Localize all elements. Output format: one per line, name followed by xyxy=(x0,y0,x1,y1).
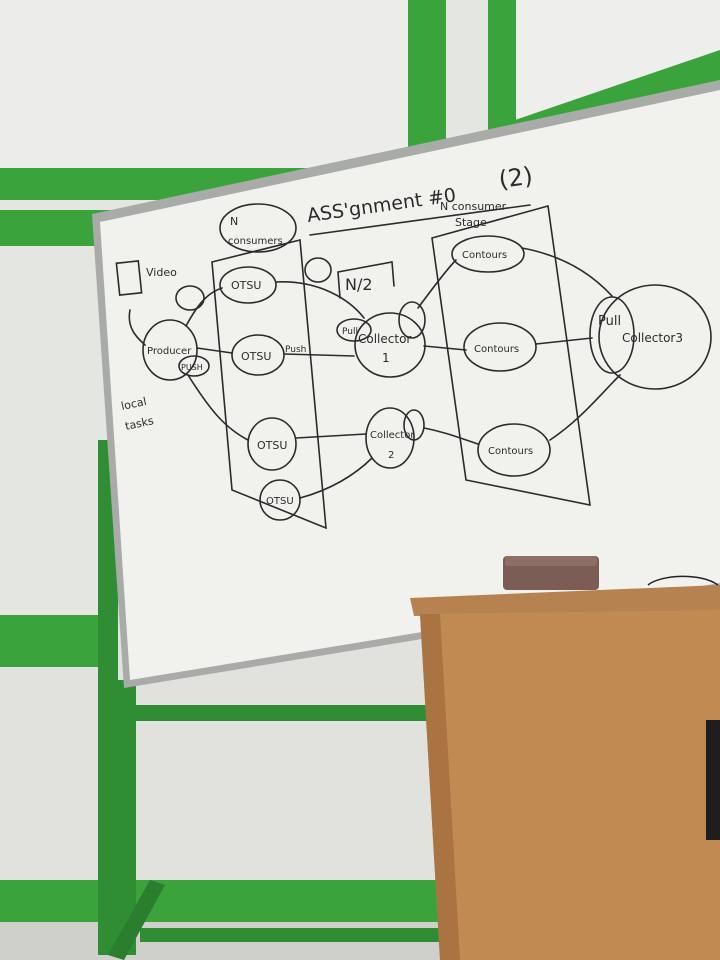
green-frame-left-low xyxy=(0,615,110,667)
collector1-num: 1 xyxy=(382,351,390,365)
otsu1-to-collector1 xyxy=(275,281,365,319)
n-consumers-label: N xyxy=(230,215,238,228)
producer-to-otsu2 xyxy=(196,347,233,354)
contours3-to-collector3 xyxy=(549,374,621,441)
cable-right xyxy=(706,720,720,840)
contours2-to-collector3 xyxy=(535,337,593,345)
stand-leg-left xyxy=(98,440,118,955)
stand-leg-right xyxy=(118,680,136,955)
collector2-to-contours3 xyxy=(423,427,479,445)
podium-shade xyxy=(420,614,460,960)
contours-node-1 xyxy=(451,235,525,273)
collector2-push-bubble xyxy=(403,409,425,441)
frames-bubble xyxy=(175,285,205,311)
video-to-producer xyxy=(128,309,146,346)
otsu4-to-collector2 xyxy=(299,457,373,499)
collector3-pull-bubble xyxy=(589,296,635,374)
collector3-label: Collector3 xyxy=(622,331,683,345)
otsu-label-4: OTSU xyxy=(266,496,294,507)
n-consumers-sub: consumers xyxy=(228,236,283,247)
collector1-to-contours1 xyxy=(417,259,457,309)
collector1-pull-bubble xyxy=(336,318,372,342)
collector1-to-contours2 xyxy=(423,345,467,351)
otsu-label-1: OTSU xyxy=(231,279,261,292)
video-icon xyxy=(115,260,143,296)
otsu2-to-collector1 xyxy=(283,353,355,357)
producer-to-otsu1 xyxy=(185,287,223,327)
collector1-push-bubble xyxy=(398,301,426,339)
whiteboard-surface xyxy=(100,90,720,680)
stand-foot xyxy=(108,880,165,960)
collector1-node xyxy=(354,312,426,378)
otsu-node-4 xyxy=(259,479,301,521)
contours-node-3 xyxy=(477,423,551,477)
n-half-bracket xyxy=(337,261,395,299)
collector2-label: Collector xyxy=(370,430,415,441)
producer-push-label: PUSH xyxy=(181,363,203,372)
otsu-node-1 xyxy=(219,266,277,304)
n-consumer-stage-label: N consumer xyxy=(440,200,507,213)
otsu-label-3: OTSU xyxy=(257,439,287,452)
stand-crossbar xyxy=(120,705,430,721)
cable xyxy=(647,575,719,586)
video-label: Video xyxy=(146,266,177,279)
collector3-pull-label: Pull xyxy=(598,314,621,329)
contours-stage-box xyxy=(431,204,591,507)
small-bubble-otsu1 xyxy=(304,257,332,283)
producer-node xyxy=(142,319,198,381)
otsu-node-3 xyxy=(247,417,297,471)
collector2-node xyxy=(365,407,415,469)
consumer-stage-box xyxy=(211,238,327,530)
podium-front xyxy=(420,610,720,960)
contours-label-1: Contours xyxy=(462,250,507,261)
collector2-num: 2 xyxy=(388,450,394,461)
contours1-to-collector3 xyxy=(521,247,613,297)
collector3-node xyxy=(598,284,712,390)
collector1-label: Collector xyxy=(358,332,411,346)
collector1-pull-label: Pull xyxy=(342,327,358,337)
green-frame-vertical-1 xyxy=(408,0,446,150)
otsu-node-2 xyxy=(231,334,285,376)
green-frame-vertical-2 xyxy=(488,0,516,130)
green-frame-bottom xyxy=(0,880,440,922)
local-tasks-label: local xyxy=(120,395,148,413)
otsu3-to-collector2 xyxy=(295,433,367,439)
n-consumers-bubble xyxy=(219,203,297,253)
contours-node-2 xyxy=(463,322,537,372)
contours-label-3: Contours xyxy=(488,446,533,457)
producer-label: Producer xyxy=(147,346,192,357)
contours-label-2: Contours xyxy=(474,344,519,355)
otsu-label-2: OTSU xyxy=(241,350,271,363)
title-suffix: (2) xyxy=(497,161,535,193)
window-pane-upper xyxy=(0,0,410,170)
eraser-top xyxy=(505,556,597,566)
local-tasks-sub: tasks xyxy=(124,414,155,433)
producer-push-bubble xyxy=(178,355,210,377)
podium-top xyxy=(410,585,720,616)
title-underline xyxy=(309,204,531,236)
otsu-push-label-2: Push xyxy=(285,345,306,355)
producer-to-otsu3 xyxy=(187,374,249,441)
stand-base xyxy=(140,928,440,942)
n-half-label: N/2 xyxy=(345,275,373,294)
